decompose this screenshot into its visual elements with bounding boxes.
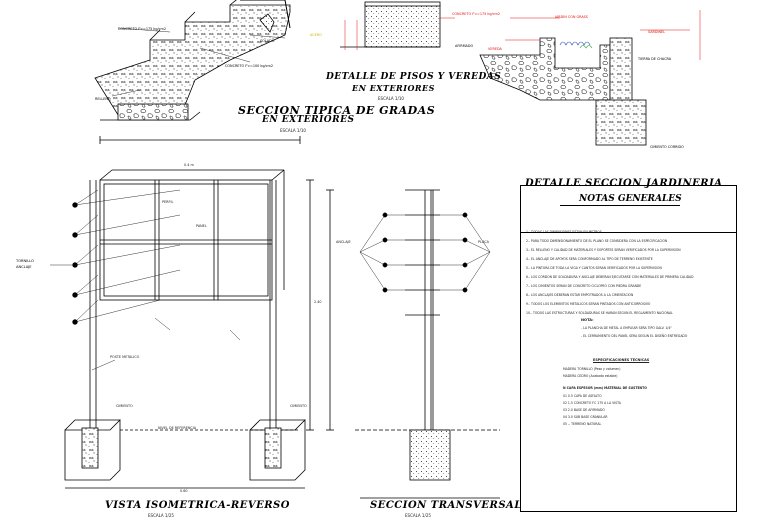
note-line: 2.- PARA TODO DIMENSIONAMIENTO DE EL PLA… [526, 239, 668, 243]
note-line: 8.- LOS ANCLAJES DEBERAN ESTAR EMPOTRADO… [526, 293, 634, 297]
placa-label: PLACA [478, 240, 489, 244]
cross-scale: ESCALA 1/25 [405, 513, 431, 518]
nota-line: - EL CERRAMIENTO DEL PANEL SERA SEGUN EL… [581, 334, 688, 338]
garden-red-note-2: SARDINEL [648, 30, 665, 34]
stairs-note-3: SOLADO [260, 39, 275, 43]
spec-line: MADERA CEDRO (Acabado estable) [563, 374, 618, 378]
stairs-section-drawing [94, 0, 291, 121]
cimiento-label-left: CIMIENTO [116, 404, 133, 408]
floors-detail-drawing [340, 1, 455, 50]
note-line: 3.- EL RELLENO Y CALIDAD DE MATERIALES Y… [526, 248, 681, 252]
floors-scale: ESCALA 1/10 [378, 96, 404, 101]
poste-label: POSTE METALICO [110, 355, 140, 359]
stairs-title-2: EN EXTERIORES [262, 115, 355, 125]
dim-bottom-label: 0.60 [180, 489, 188, 493]
floors-title: DETALLE DE PISOS Y VEREDAS [326, 72, 502, 82]
cross-section-callouts [359, 212, 491, 293]
stairs-annotations [111, 27, 286, 97]
iso-callouts [50, 189, 241, 371]
garden-note: TIERRA DE CHACRA [637, 57, 672, 61]
table-row: 04 3.0 SUB BASE GRANULAR [563, 415, 608, 419]
spec-line: MADERA TORNILLO (Peso y volumen) [563, 367, 621, 371]
garden-detail-drawing [479, 10, 701, 146]
note-line: 9.- TODOS LOS ELEMENTOS METALICOS SERAN … [526, 302, 651, 306]
general-notes-box: NOTAS GENERALES 1.- TODAS LAS DIMENSIONE… [520, 185, 737, 512]
cimiento-label-right: CIMIENTO [290, 404, 307, 408]
notes-divider [520, 232, 737, 233]
stairs-note-1: CONCRETO F'c=175 kg/cm2 [118, 27, 166, 31]
notes-title-rule [560, 205, 680, 206]
stairs-note-4: RELLENO [95, 97, 111, 101]
dim-side-label: 2.40 [314, 300, 322, 304]
stairs-scale: ESCALA 1/10 [280, 128, 306, 133]
table-header: N CAPA ESPESOR (mm) MATERIAL DE SUSTENTO [563, 386, 647, 390]
note-line: 4.- EL ANCLAJE DE APOYOS SERA CONFORMADO… [526, 257, 653, 261]
anclaje-label: ANCLAJE [336, 240, 351, 244]
spec-title: ESPECIFICACIONES TECNICAS [593, 358, 650, 362]
iso-frame-drawing [64, 136, 314, 489]
dim-top-label: 0.4 m [184, 163, 194, 167]
iso-left-note-2: ANCLAJE [16, 265, 32, 269]
floors-note: AFIRMADO [455, 44, 473, 48]
cross-title: SECCION TRANSVERSAL [370, 500, 522, 511]
table-row: 01 0.5 CAPA DE ASFALTO [563, 394, 602, 398]
perfil-label: PERFIL [162, 200, 174, 204]
table-row: 02 1.5 CONCRETO FC 175 A LA VISTA [563, 401, 621, 405]
note-line: 7.- LOS CIMIENTOS SERAN DE CONCRETO CICL… [526, 284, 642, 288]
note-line: 10.- TODOS LAS ESTRUCTURAS Y SOLDADURAS … [526, 311, 673, 315]
garden-note-2: CIMIENTO CORRIDO [650, 145, 684, 149]
stairs-note-2: CONCRETO F'c=100 kg/cm2 [225, 64, 273, 68]
cross-section-drawing [326, 189, 500, 499]
iso-left-note: TORNILLO [15, 259, 34, 263]
floors-yellow-note: ACERO [310, 33, 322, 37]
iso-title: VISTA ISOMETRICA-REVERSO [105, 500, 290, 511]
table-row: 05 -- TERRENO NATURAL [563, 422, 602, 426]
note-line: 6.- LOS CORDON DE SOLDADURA Y ANCLAJE DE… [526, 275, 694, 279]
floors-red-note: CONCRETO F'c=175 kg/cm2 [452, 12, 500, 16]
nota-line: - LA PLANCHA DE METAL A EMPLEAR SERA TIP… [581, 326, 672, 330]
table-row: 03 2.0 BASE DE AFIRMADO [563, 408, 605, 412]
stairs-title: SECCION TIPICA DE GRADAS [238, 104, 436, 117]
garden-red-note-3: VEREDA [488, 47, 503, 51]
floors-title-2: EN EXTERIORES [352, 83, 435, 93]
iso-scale: ESCALA 1/25 [148, 513, 174, 518]
nivel-label: NIVEL DE REFERENCIA [158, 426, 197, 430]
garden-red-note-1: JARDIN CON GRASS [554, 15, 588, 19]
nota-label: NOTA: [581, 318, 594, 322]
panel-label: PANEL [196, 224, 207, 228]
note-line: 5.- LA PINTURA DE TODA LA VIGA Y CANTOS … [526, 266, 662, 270]
garden-title: DETALLE SECCION JARDINERIA [525, 178, 723, 189]
notes-title: NOTAS GENERALES [579, 194, 682, 204]
